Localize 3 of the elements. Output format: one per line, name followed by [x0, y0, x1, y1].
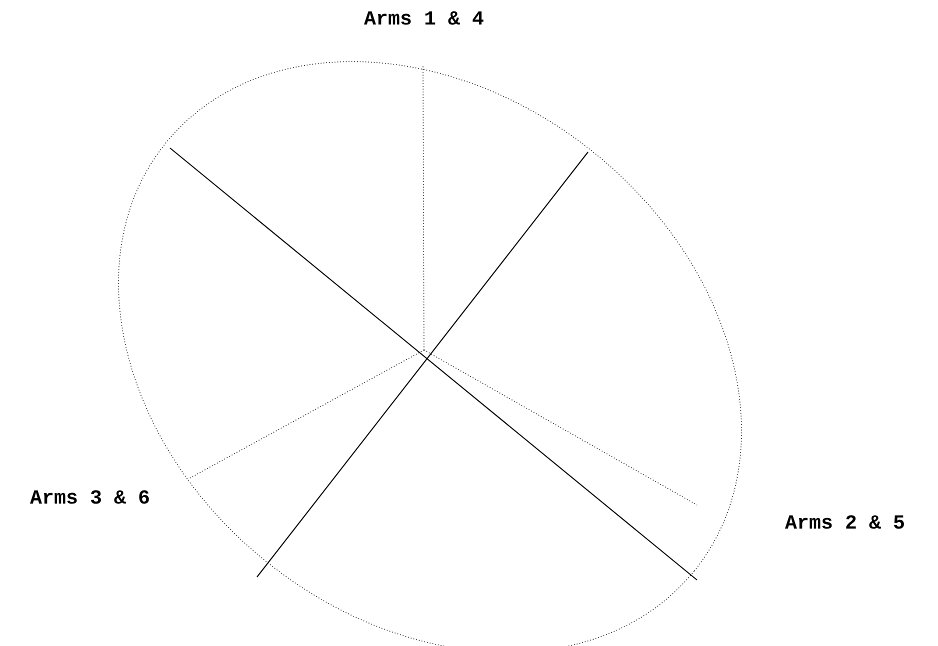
- arm-label: Arms 1 & 4: [364, 11, 484, 25]
- arm-label: Arms 3 & 6: [30, 490, 149, 504]
- arm-label: Arms 2 & 5: [785, 515, 904, 529]
